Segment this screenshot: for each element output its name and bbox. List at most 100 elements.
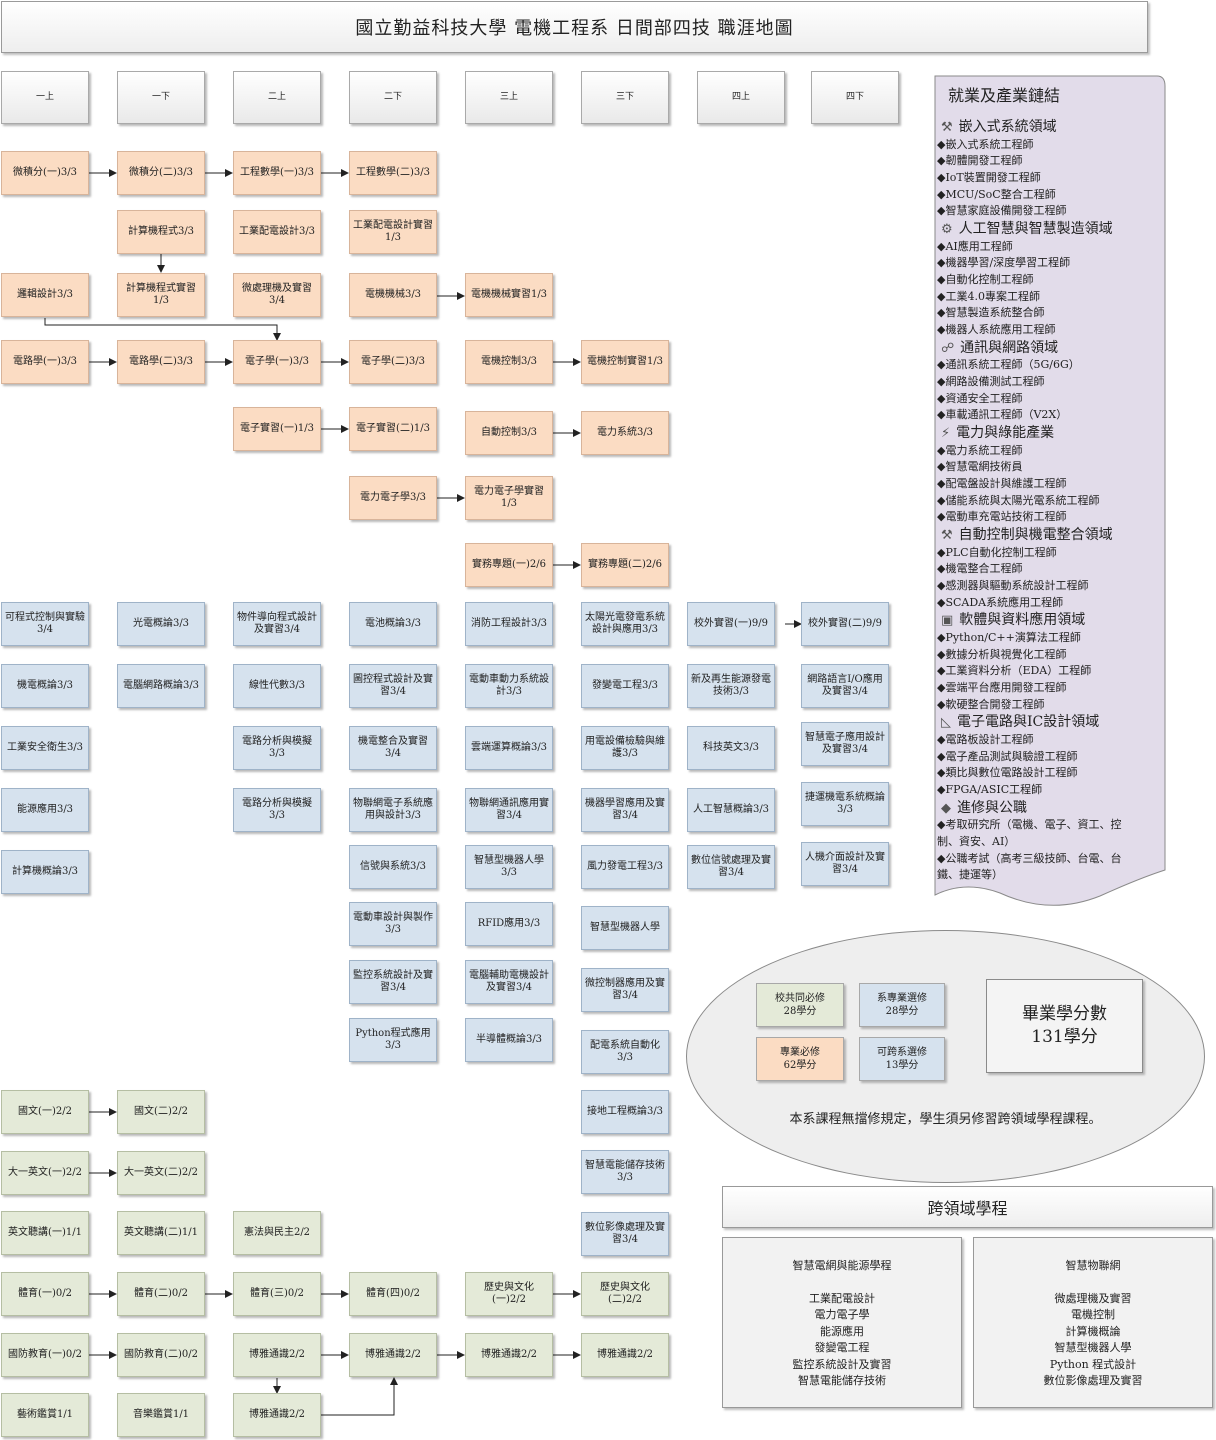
course-box: 歷史與文化(二)2/2: [581, 1272, 669, 1316]
career-job-item: ◆軟硬整合開發工程師: [937, 697, 1045, 711]
semester-header: 一下: [117, 71, 205, 124]
course-box: 音樂鑑賞1/1: [117, 1393, 205, 1437]
course-box: 體育(二)0/2: [117, 1272, 205, 1316]
semester-header: 四上: [697, 71, 785, 124]
career-category-label: 電力與綠能產業: [956, 425, 1055, 441]
course-box: 智慧電子應用設計及實習3/4: [801, 722, 889, 766]
career-job-item: ◆公職考試（高考三級技師、台電、台: [937, 851, 1122, 865]
program-course: 計算機概論: [1065, 1324, 1121, 1338]
career-job-item: ◆機器人系統應用工程師: [937, 323, 1056, 336]
career-job-item: ◆通訊系統工程師（5G/6G）: [937, 358, 1080, 372]
career-job-item: ◆電路板設計工程師: [937, 732, 1034, 746]
career-panel-title: 就業及產業鏈結: [948, 86, 1061, 105]
semester-header: 三下: [581, 71, 669, 124]
program-course: 能源應用: [820, 1324, 864, 1338]
career-job-item: ◆智慧電網技術員: [937, 460, 1023, 474]
course-box: 電腦網路概論3/3: [117, 664, 205, 708]
career-job-item: ◆雲端平台應用開發工程師: [937, 680, 1067, 694]
course-box: 工業安全衛生3/3: [1, 726, 89, 770]
course-box: 機電整合及實習3/4: [349, 726, 437, 770]
course-box: 博雅通識2/2: [233, 1393, 321, 1437]
career-job-item: ◆MCU/SoC整合工程師: [937, 187, 1056, 201]
total-credits-box: 畢業學分數 131學分: [986, 979, 1143, 1073]
course-box: 國文(二)2/2: [117, 1090, 205, 1134]
course-box: 機器學習應用及實習3/4: [581, 788, 669, 832]
course-box: 物聯網電子系統應用與設計3/3: [349, 788, 437, 832]
career-job-item: 鐵、捷運等）: [937, 868, 1003, 882]
course-box: 工業配電設計3/3: [233, 210, 321, 254]
credit-box-common: 校共同必修 28學分: [756, 983, 844, 1027]
course-box: 電動車設計與製作3/3: [349, 902, 437, 946]
course-box: 國防教育(一)0/2: [1, 1333, 89, 1377]
course-box: 智慧型機器人學: [581, 906, 669, 950]
course-box: 接地工程概論3/3: [581, 1090, 669, 1134]
course-box: 博雅通識2/2: [233, 1333, 321, 1377]
course-box: 邏輯設計3/3: [1, 273, 89, 317]
course-box: 英文聽講(一)1/1: [1, 1211, 89, 1255]
career-category: ⚒ 自動控制與機電整合領域: [941, 528, 1113, 542]
career-job-item: ◆考取研究所（電機、電子、資工、控: [937, 818, 1122, 832]
course-box: 電池概論3/3: [349, 602, 437, 646]
satellite-icon: ☍: [941, 340, 955, 356]
course-box: 能源應用3/3: [1, 788, 89, 832]
course-box: 計算機程式3/3: [117, 210, 205, 254]
program-course: 電力電子學: [814, 1308, 870, 1321]
course-box: 校外實習(二)9/9: [801, 602, 889, 646]
course-box: 藝術鑑賞1/1: [1, 1393, 89, 1437]
course-box: 博雅通識2/2: [465, 1333, 553, 1377]
program-course: 微處理機及實習: [1054, 1291, 1132, 1305]
career-job-item: ◆配電盤設計與維護工程師: [937, 476, 1067, 490]
program-course: 智慧型機器人學: [1054, 1341, 1132, 1354]
career-category-label: 人工智慧與智慧製造領域: [958, 221, 1113, 237]
career-category-label: 軟體與資料應用領域: [959, 612, 1086, 629]
career-job-item: ◆工業資料分析（EDA）工程師: [937, 664, 1092, 678]
course-box: 新及再生能源發電技術3/3: [687, 664, 775, 708]
course-box: 國文(一)2/2: [1, 1090, 89, 1134]
page-title: 國立勤益科技大學 電機工程系 日間部四技 職涯地圖: [1, 1, 1148, 53]
career-job-item: ◆網路設備測試工程師: [937, 374, 1045, 388]
career-category-label: 自動控制與機電整合領域: [958, 527, 1113, 543]
course-box: 電腦輔助電機設計及實習3/4: [465, 960, 553, 1004]
career-job-item: ◆電子產品測試與驗證工程師: [937, 749, 1078, 763]
course-box: 線性代數3/3: [233, 664, 321, 708]
course-box: 電機機械實習1/3: [465, 273, 553, 317]
program-course: 發變電工程: [814, 1341, 870, 1354]
course-box: 智慧電能儲存技術3/3: [581, 1150, 669, 1194]
program-course: 工業配電設計: [809, 1291, 875, 1305]
tools-icon: ⚒: [941, 528, 953, 543]
career-category: ⚙ 人工智慧與智慧製造領域: [941, 222, 1113, 236]
graduation-cap-icon: ◆: [941, 800, 951, 816]
course-box: 電力電子學實習1/3: [465, 476, 553, 520]
course-box: 科技英文3/3: [687, 726, 775, 770]
career-category: ◆ 進修與公職: [941, 801, 1027, 815]
career-category: ◺電子電路與IC設計領域: [941, 715, 1099, 729]
career-job-item: ◆Python/C++演算法工程師: [937, 630, 1081, 644]
course-box: 捷運機電系統概論3/3: [801, 782, 889, 826]
career-job-item: ◆FPGA/ASIC工程師: [937, 782, 1043, 796]
triangle-ruler-icon: ◺: [941, 715, 951, 731]
course-box: 物件導向程式設計及實習3/4: [233, 602, 321, 646]
robot-icon: ⚙: [941, 222, 953, 237]
career-job-item: ◆韌體開發工程師: [937, 154, 1023, 168]
course-box: 數位影像處理及實習3/4: [581, 1212, 669, 1256]
course-box: 圖控程式設計及實習3/4: [349, 664, 437, 708]
course-box: 電路學(一)3/3: [1, 340, 89, 384]
course-box: 電路分析與模擬3/3: [233, 726, 321, 770]
career-category-label: 進修與公職: [957, 799, 1027, 816]
course-box: 電子學(二)3/3: [349, 340, 437, 384]
career-job-item: ◆機器學習/深度學習工程師: [937, 256, 1071, 270]
career-category: ⚡ 電力與綠能產業: [941, 426, 1054, 440]
course-box: 電路學(二)3/3: [117, 340, 205, 384]
course-box: 信號與系統3/3: [349, 845, 437, 889]
course-box: 人工智慧概論3/3: [687, 788, 775, 832]
course-box: 機電概論3/3: [1, 664, 89, 708]
career-job-item: ◆嵌入式系統工程師: [937, 137, 1034, 151]
total-credits-label: 畢業學分數: [1022, 1004, 1107, 1025]
lightning-icon: ⚡: [941, 426, 951, 441]
career-job-item: ◆儲能系統與太陽光電系統工程師: [937, 493, 1100, 507]
course-box: 風力發電工程3/3: [581, 845, 669, 889]
course-box: 微積分(二)3/3: [117, 151, 205, 195]
credit-box-required: 專業必修 62學分: [756, 1037, 844, 1081]
career-job-item: ◆電動車充電站技術工程師: [937, 510, 1067, 524]
career-job-item: ◆IoT裝置開發工程師: [937, 170, 1041, 184]
